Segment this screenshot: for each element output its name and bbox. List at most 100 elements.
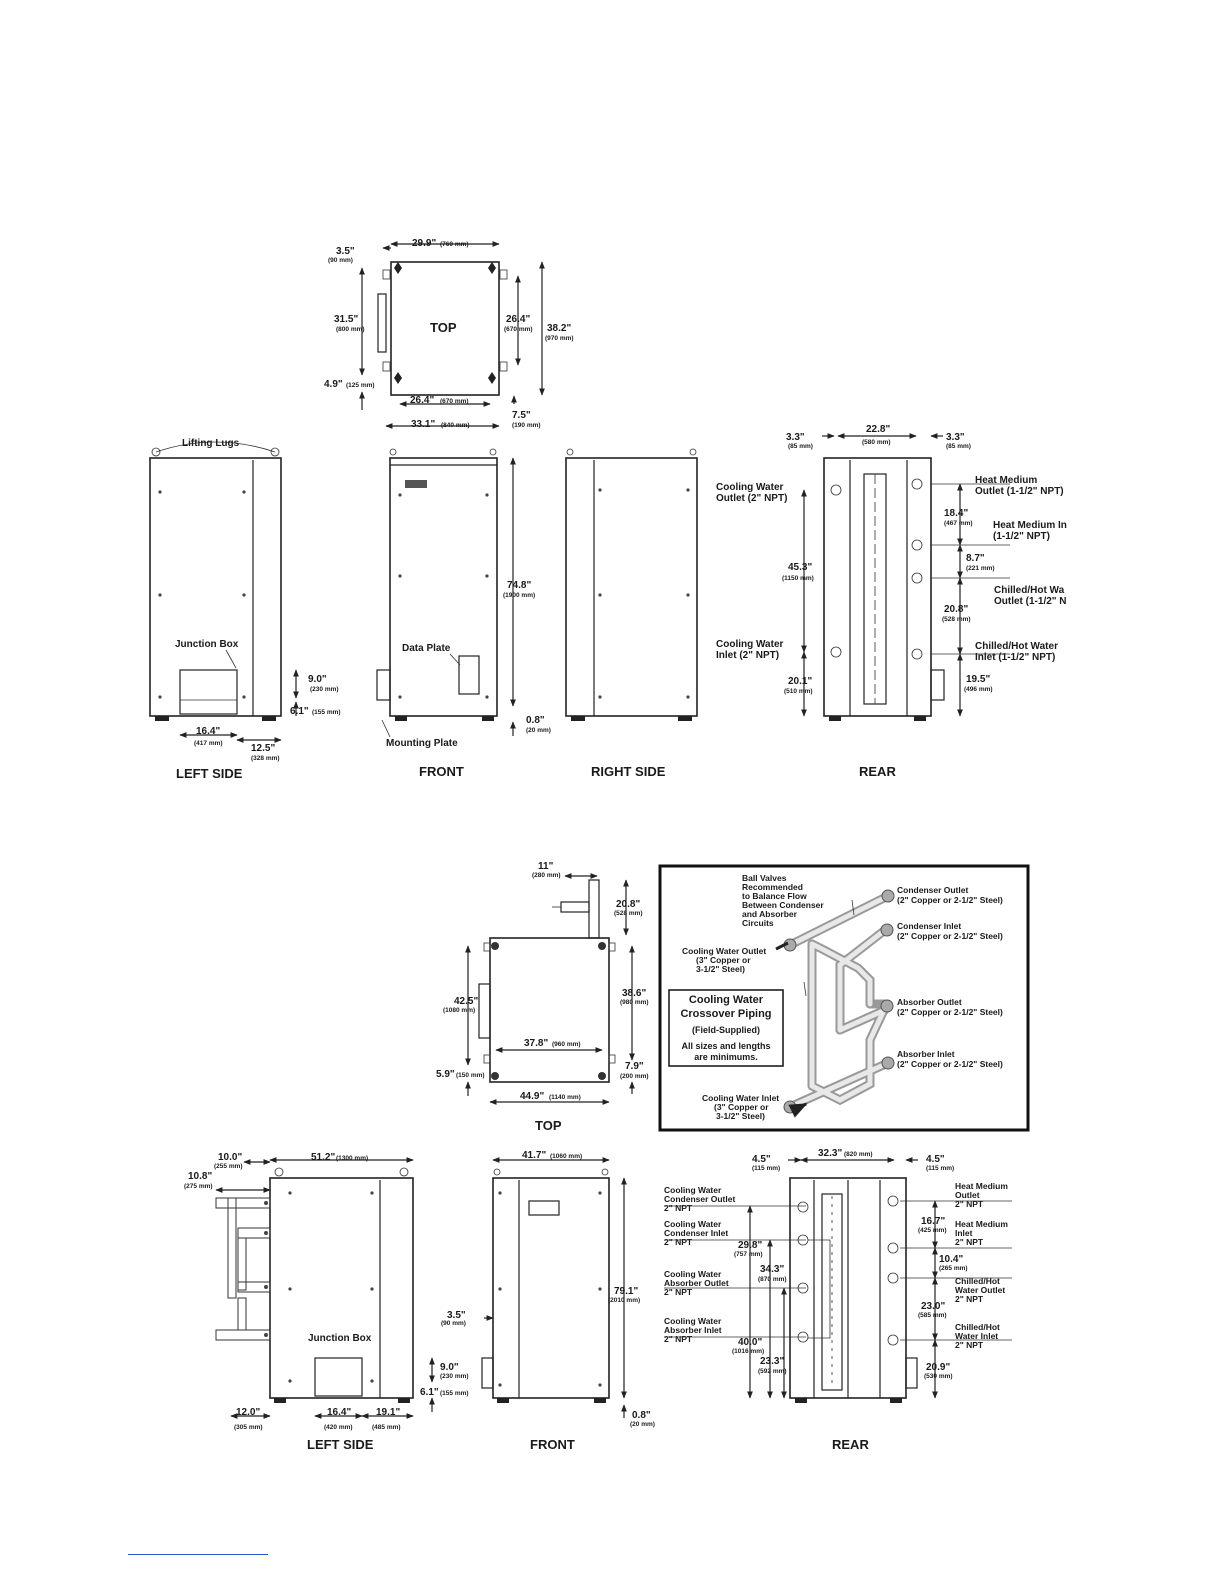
dim-mm: (305 mm) xyxy=(234,1424,263,1431)
port-label: Chilled/Hot xyxy=(955,1276,1000,1286)
dim-mm: (670 mm) xyxy=(504,326,533,333)
unit1-right-outline xyxy=(565,457,698,717)
dim-mm: (757 mm) xyxy=(734,1251,763,1258)
dim-label: 10.0" xyxy=(218,1152,242,1163)
port-label: 2" NPT xyxy=(955,1199,984,1209)
unit1-top-outline xyxy=(390,261,500,396)
dim-label: 6.1" xyxy=(290,706,309,717)
dim-label: 74.8" xyxy=(507,580,531,591)
ball-valve-note: Circuits xyxy=(742,918,774,928)
dim-mm: (90 mm) xyxy=(441,1320,466,1327)
unit1-right-view: RIGHT SIDE xyxy=(565,448,698,779)
dim-label: 23.0" xyxy=(921,1301,945,1312)
dim-label: 5.9" xyxy=(436,1069,455,1080)
dim-mm: (585 mm) xyxy=(918,1312,947,1319)
port-label: Cooling Water xyxy=(664,1185,722,1195)
dim-label: 40.0" xyxy=(738,1337,762,1348)
crossover-label: Condenser Inlet xyxy=(897,921,961,931)
brand-logo-plate xyxy=(405,480,427,488)
dim-mm: (275 mm) xyxy=(184,1183,213,1190)
junction-box-label: Junction Box xyxy=(308,1333,372,1344)
unit2-top-view: 11" (280 mm) 20.8" (528 mm) 42.5" (1080 … xyxy=(436,861,649,1133)
dim-mm: (230 mm) xyxy=(310,686,339,693)
crossover-legend-box xyxy=(668,989,784,1067)
dim-label: 20.1" xyxy=(788,676,812,687)
port-label: Heat Medium In xyxy=(993,520,1067,531)
dim-mm: (280 mm) xyxy=(532,872,561,879)
dim-label: 3.3" xyxy=(786,432,805,443)
dim-label: 19.1" xyxy=(376,1407,400,1418)
dim-label: 6.1" xyxy=(420,1387,439,1398)
junction-box xyxy=(314,1357,363,1397)
crossover-label: 3-1/2" Steel) xyxy=(716,1111,765,1121)
dim-label: 34.3" xyxy=(760,1264,784,1275)
port-label: Absorber Outlet xyxy=(664,1278,729,1288)
dim-mm: (115 mm) xyxy=(752,1165,780,1172)
dim-label: 8.7" xyxy=(966,553,985,564)
port-label: Outlet (1-1/2" NPT) xyxy=(975,486,1064,497)
unit1-top-title: TOP xyxy=(430,320,457,335)
port-label: Absorber Inlet xyxy=(664,1325,722,1335)
crossover-pipes-core xyxy=(789,893,891,1109)
port-label: Water Outlet xyxy=(955,1285,1005,1295)
dim-mm: (150 mm) xyxy=(456,1072,485,1079)
port-label: 2" NPT xyxy=(664,1237,693,1247)
dim-label: 18.4" xyxy=(944,508,968,519)
dim-label: 10.8" xyxy=(188,1171,212,1182)
unit2-rear-internal xyxy=(821,1193,843,1391)
dim-mm: (85 mm) xyxy=(788,443,813,450)
footer-link-underline[interactable] xyxy=(128,1554,268,1555)
junction-box xyxy=(179,669,238,715)
port-label: Water Inlet xyxy=(955,1331,998,1341)
dim-label: 3.3" xyxy=(946,432,965,443)
port-label: 2" NPT xyxy=(955,1294,984,1304)
crossover-label: (2" Copper or 2-1/2" Steel) xyxy=(897,1007,1003,1017)
unit1-top-flange xyxy=(377,293,387,353)
port-label: Heat Medium xyxy=(975,475,1037,486)
crossover-label: Absorber Inlet xyxy=(897,1049,955,1059)
unit2-left-outline xyxy=(269,1177,414,1399)
dim-mm: (190 mm) xyxy=(512,422,541,429)
dim-mm: (265 mm) xyxy=(939,1265,968,1272)
port-label: Outlet (2" NPT) xyxy=(716,493,787,504)
dim-mm: (20 mm) xyxy=(630,1421,655,1428)
crossover-label: Absorber Outlet xyxy=(897,997,962,1007)
dim-label: 9.0" xyxy=(308,674,327,685)
dim-mm: (221 mm) xyxy=(966,565,995,572)
crossover-label: Cooling Water Inlet xyxy=(702,1093,779,1103)
dim-label: 37.8" xyxy=(524,1038,548,1049)
unit2-rear-title: REAR xyxy=(832,1437,869,1452)
unit1-front-view: Data Plate 74.8" (1900 mm) 0.8" (20 mm) … xyxy=(376,448,551,779)
dim-label: 3.5" xyxy=(447,1310,466,1321)
dim-label: 26.4" xyxy=(410,395,434,406)
dim-label: 19.5" xyxy=(966,674,990,685)
dim-mm: (528 mm) xyxy=(942,616,971,623)
port-label: Condenser Outlet xyxy=(664,1194,735,1204)
dim-mm: (800 mm) xyxy=(336,326,365,333)
dim-label: 44.9" xyxy=(520,1091,544,1102)
port-label: 2" NPT xyxy=(955,1340,984,1350)
port-label: Chilled/Hot xyxy=(955,1322,1000,1332)
dim-mm: (1060 mm) xyxy=(550,1153,582,1160)
unit2-top-outline xyxy=(489,937,610,1083)
port-label: 2" NPT xyxy=(664,1287,693,1297)
dim-mm: (1300 mm) xyxy=(336,1155,368,1162)
crossover-piping-panel: Cooling Water Crossover Piping (Field-Su… xyxy=(658,864,1030,1132)
unit1-right-title: RIGHT SIDE xyxy=(591,764,666,779)
crossover-subtitle: (Field-Supplied) xyxy=(692,1025,760,1035)
dim-mm: (1080 mm) xyxy=(443,1007,475,1014)
crossover-title: Cooling Water xyxy=(689,994,764,1006)
ball-valve-note: to Balance Flow xyxy=(742,891,807,901)
unit1-left-title: LEFT SIDE xyxy=(176,766,243,781)
dim-label: 7.5" xyxy=(512,410,531,421)
unit1-rear-nozzle xyxy=(930,669,945,701)
dim-label: 9.0" xyxy=(440,1362,459,1373)
dim-label: 29.9" xyxy=(412,238,436,249)
dim-mm: (467 mm) xyxy=(944,520,973,527)
crossover-label: Condenser Outlet xyxy=(897,885,968,895)
port-label: Cooling Water xyxy=(664,1316,722,1326)
dim-label: 20.8" xyxy=(616,899,640,910)
junction-box-label: Junction Box xyxy=(175,639,239,650)
dim-label: 3.5" xyxy=(336,246,355,257)
